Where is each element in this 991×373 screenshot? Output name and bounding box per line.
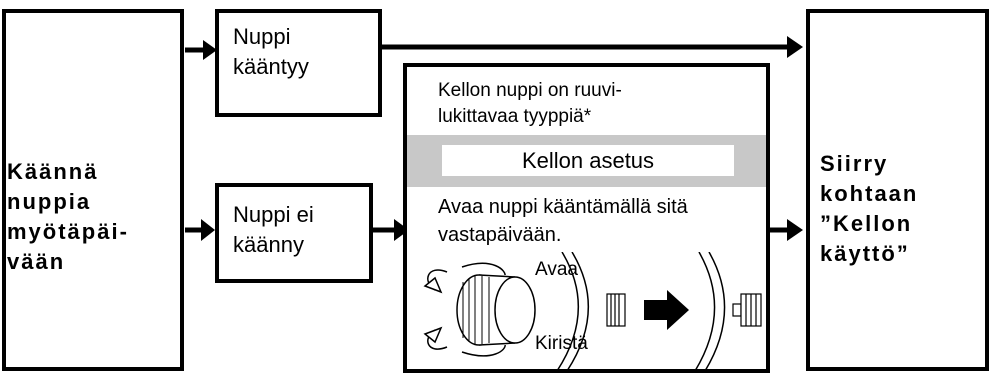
arrow-head xyxy=(201,219,215,241)
crown-not-turning-text: Nuppi ei käänny xyxy=(233,202,314,257)
open-label: Avaa xyxy=(535,259,578,280)
tighten-label: Kiristä xyxy=(535,333,588,354)
arrow-head xyxy=(787,36,803,58)
small-crown-pulled-icon xyxy=(732,293,762,327)
instruction-box-turn-crown xyxy=(2,9,184,371)
arrow-head xyxy=(394,219,409,241)
crown-not-turning-box xyxy=(215,183,373,283)
crown-illustration xyxy=(423,252,762,371)
bold-arrow-icon xyxy=(644,290,689,330)
go-to-clock-usage-box xyxy=(806,9,989,371)
screw-lock-note: Kellon nuppi on ruuvi- lukittavaa tyyppi… xyxy=(438,80,622,127)
crown-knob-icon xyxy=(456,274,536,346)
small-crown-icon xyxy=(606,293,626,327)
setting-title: Kellon asetus xyxy=(442,145,734,176)
crown-turns-box xyxy=(215,9,382,117)
go-to-clock-usage-text: Siirry kohtaan ”Kellon käyttö” xyxy=(820,151,919,266)
watch-case-arc-icon xyxy=(694,252,726,371)
unscrew-instruction: Avaa nuppi kääntämällä sitä vastapäivään… xyxy=(438,196,688,246)
arrow-head xyxy=(787,219,803,241)
arrow-head xyxy=(203,40,217,60)
watch-case-arc-icon xyxy=(556,252,589,371)
turn-crown-text: Käännä nuppia myötäpäi- vään xyxy=(7,159,129,274)
crown-turns-text: Nuppi kääntyy xyxy=(233,24,309,79)
